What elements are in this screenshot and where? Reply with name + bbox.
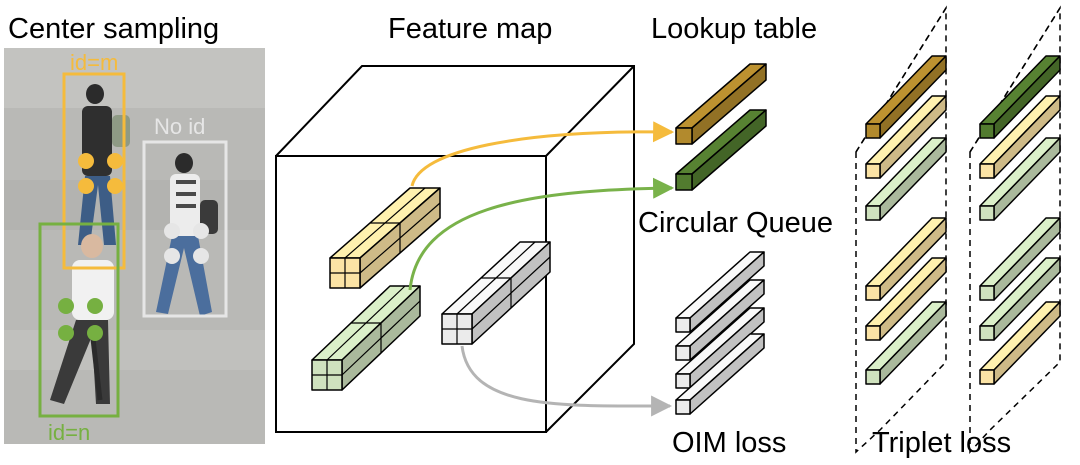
triplet-right-bar-1: [979, 55, 1061, 139]
title-feature-map: Feature map: [388, 13, 552, 45]
sample-dots-id-m: [78, 153, 123, 194]
arrow-to-lookup-green: [408, 177, 675, 291]
queue-bar-2-front: [675, 345, 691, 361]
triplet-left-bar-4-front: [865, 285, 881, 301]
feature-blocks: [311, 187, 551, 391]
label-id-m: id=m: [70, 50, 118, 75]
queue-bar-3: [675, 307, 765, 389]
sample-dots-id-n: [58, 298, 103, 341]
triplet-right-bar-6: [979, 301, 1061, 385]
triplet-panels: [855, 5, 1061, 454]
triplet-left-bar-1: [865, 55, 947, 139]
triplet-left-bar-5-front: [865, 325, 881, 341]
lookup-bar-olive-front: [675, 127, 693, 145]
label-no-id: No id: [154, 114, 205, 139]
title-lookup-table: Lookup table: [651, 13, 817, 45]
triplet-bars: [865, 55, 1061, 385]
queue-bar-2: [675, 279, 765, 361]
triplet-left-bar-6-front: [865, 369, 881, 385]
triplet-right-bar-5: [979, 257, 1061, 341]
lookup-table-bars: [675, 63, 767, 191]
feature-block-green: [311, 285, 421, 391]
triplet-right-bar-1-front: [979, 123, 995, 139]
bbox-id-n: [38, 222, 120, 418]
triplet-left-bar-3: [865, 137, 947, 221]
triplet-left-bar-4: [865, 217, 947, 301]
bbox-id-m: [62, 72, 126, 270]
arrow-to-oim-gray: [460, 345, 673, 417]
triplet-panel-left-outline: [855, 5, 947, 454]
queue-bar-1: [675, 251, 765, 333]
queue-bar-1-front: [675, 317, 691, 333]
triplet-right-bar-2-front: [979, 163, 995, 179]
label-id-n: id=n: [48, 420, 90, 445]
triplet-right-bar-3-front: [979, 205, 995, 221]
queue-bar-4-front: [675, 399, 691, 415]
lookup-bar-green: [675, 109, 767, 191]
circular-queue-bars: [675, 251, 765, 415]
triplet-right-bar-3: [979, 137, 1061, 221]
queue-bar-3-front: [675, 373, 691, 389]
title-oim-loss: OIM loss: [672, 427, 786, 459]
triplet-right-bar-4: [979, 217, 1061, 301]
triplet-left-bar-1-front: [865, 123, 881, 139]
feature-block-yellow: [329, 187, 441, 289]
triplet-right-bar-2: [979, 95, 1061, 179]
title-triplet-loss: Triplet loss: [872, 427, 1011, 459]
triplet-left-bar-2: [865, 95, 947, 179]
triplet-left-bar-2-front: [865, 163, 881, 179]
arrow-to-lookup-yellow: [410, 121, 675, 187]
feature-block-gray: [441, 241, 551, 345]
triplet-right-bar-6-front: [979, 369, 995, 385]
bbox-no-id: [142, 140, 228, 318]
queue-bar-4: [675, 333, 765, 415]
triplet-left-bar-6: [865, 301, 947, 385]
sample-dots-no-id: [164, 223, 209, 264]
lookup-bar-olive: [675, 63, 767, 145]
triplet-left-bar-5: [865, 257, 947, 341]
title-center-sampling: Center sampling: [8, 13, 219, 45]
pedestrian-photo: id=m No id id=n: [4, 48, 265, 445]
triplet-left-bar-3-front: [865, 205, 881, 221]
title-circular-queue: Circular Queue: [638, 207, 833, 239]
triplet-right-bar-4-front: [979, 285, 995, 301]
triplet-right-bar-5-front: [979, 325, 995, 341]
triplet-panel-right-outline: [969, 5, 1061, 454]
lookup-bar-green-front: [675, 173, 693, 191]
